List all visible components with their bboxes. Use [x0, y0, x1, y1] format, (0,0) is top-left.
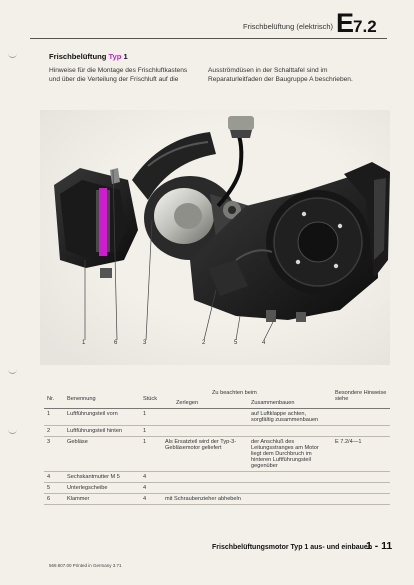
margin-mark — [8, 428, 17, 434]
print-note: 569.807.00 Printed in Germany 3.71 — [49, 563, 122, 568]
cell-zerlegen — [162, 471, 248, 483]
cell-nr: 4 — [44, 471, 64, 483]
section-number: 7.2 — [353, 17, 377, 36]
table-row: 4 Sechskantmutter M 5 4 — [44, 471, 390, 483]
col-header-benennung: Benennung — [64, 388, 140, 409]
cell-hinweise — [332, 425, 390, 437]
cell-stueck: 4 — [140, 471, 162, 483]
footer-title: Frischbelüftungsmotor Typ 1 aus- und ein… — [212, 544, 373, 551]
cell-stueck: 4 — [140, 493, 162, 505]
cell-zusammenbauen — [248, 471, 332, 483]
cell-stueck: 1 — [140, 408, 162, 426]
cell-hinweise — [332, 482, 390, 494]
cell-nr: 3 — [44, 436, 64, 472]
cell-benennung: Gebläse — [64, 436, 140, 472]
intro-text-left: Hinweise für die Montage des Frischluftk… — [49, 67, 188, 83]
heading-highlight: Typ — [108, 52, 122, 61]
callout-label: 3 — [143, 340, 147, 346]
cell-hinweise — [332, 471, 390, 483]
cell-zusammenbauen — [248, 493, 332, 505]
cell-zerlegen: Als Ersatzteil wird der Typ-3-Gebläsemot… — [162, 436, 248, 472]
cell-zusammenbauen: auf Luftklappe achten, sorgfältig zusamm… — [248, 408, 332, 426]
callout-label: 4 — [262, 340, 266, 346]
cell-hinweise — [332, 493, 390, 505]
cell-nr: 2 — [44, 425, 64, 437]
table-row: 2 Luftführungsteil hinten 1 — [44, 425, 390, 437]
section-heading: Frischbelüftung Typ 1 — [49, 52, 128, 61]
page-number: 1 - 11 — [366, 540, 393, 552]
parts-table: Nr. Benennung Stück Zu beachten beim Bes… — [44, 388, 390, 505]
col-header-zerlegen: Zerlegen — [162, 398, 248, 409]
col-header-zu-beachten: Zu beachten beim — [212, 390, 257, 396]
cell-hinweise: E 7.2/4—1 — [332, 436, 390, 472]
cell-zusammenbauen — [248, 425, 332, 437]
cell-nr: 5 — [44, 482, 64, 494]
callout-label: 5 — [234, 340, 238, 346]
section-code: E7.2 — [336, 8, 377, 39]
col-header-nr: Nr. — [44, 388, 64, 409]
cell-benennung: Klammer — [64, 493, 140, 505]
cell-benennung: Sechskantmutter M 5 — [64, 471, 140, 483]
cell-stueck: 1 — [140, 425, 162, 437]
section-letter: E — [336, 8, 354, 38]
cell-zerlegen — [162, 482, 248, 494]
col-header-stueck: Stück — [140, 388, 162, 409]
col-header-besondere-hinweise: Besondere Hinweise siehe — [332, 388, 390, 409]
cell-zerlegen: mit Schraubenzieher abhebeln — [162, 493, 248, 505]
cell-hinweise — [332, 408, 390, 426]
cell-benennung: Luftführungsteil hinten — [64, 425, 140, 437]
callout-label: 1 — [82, 340, 86, 346]
col-header-zusammenbauen: Zusammenbauen — [248, 398, 332, 409]
cell-zerlegen — [162, 425, 248, 437]
cell-benennung: Luftführungsteil vorn — [64, 408, 140, 426]
margin-mark — [8, 52, 17, 58]
table-row: 6 Klammer 4 mit Schraubenzieher abhebeln — [44, 493, 390, 505]
blower-assembly-photo — [40, 110, 390, 365]
callout-label: 2 — [202, 340, 206, 346]
margin-mark — [8, 368, 17, 374]
cell-zusammenbauen — [248, 482, 332, 494]
callout-label: 6 — [114, 340, 118, 346]
header-title: Frischbelüftung (elektrisch) — [243, 22, 334, 31]
cell-zerlegen — [162, 408, 248, 426]
table-row: 3 Gebläse 1 Als Ersatzteil wird der Typ-… — [44, 436, 390, 472]
cell-stueck: 4 — [140, 482, 162, 494]
cell-benennung: Unterlegscheibe — [64, 482, 140, 494]
intro-text-right: Ausströmdüsen in der Schalttafel sind im… — [208, 67, 353, 83]
table-row: 1 Luftführungsteil vorn 1 auf Luftklappe… — [44, 408, 390, 426]
table-row: 5 Unterlegscheibe 4 — [44, 482, 390, 494]
cell-nr: 1 — [44, 408, 64, 426]
cell-nr: 6 — [44, 493, 64, 505]
cell-zusammenbauen: der Anschluß des Leitungsstranges am Mot… — [248, 436, 332, 472]
cell-stueck: 1 — [140, 436, 162, 472]
header-rule — [30, 38, 387, 39]
